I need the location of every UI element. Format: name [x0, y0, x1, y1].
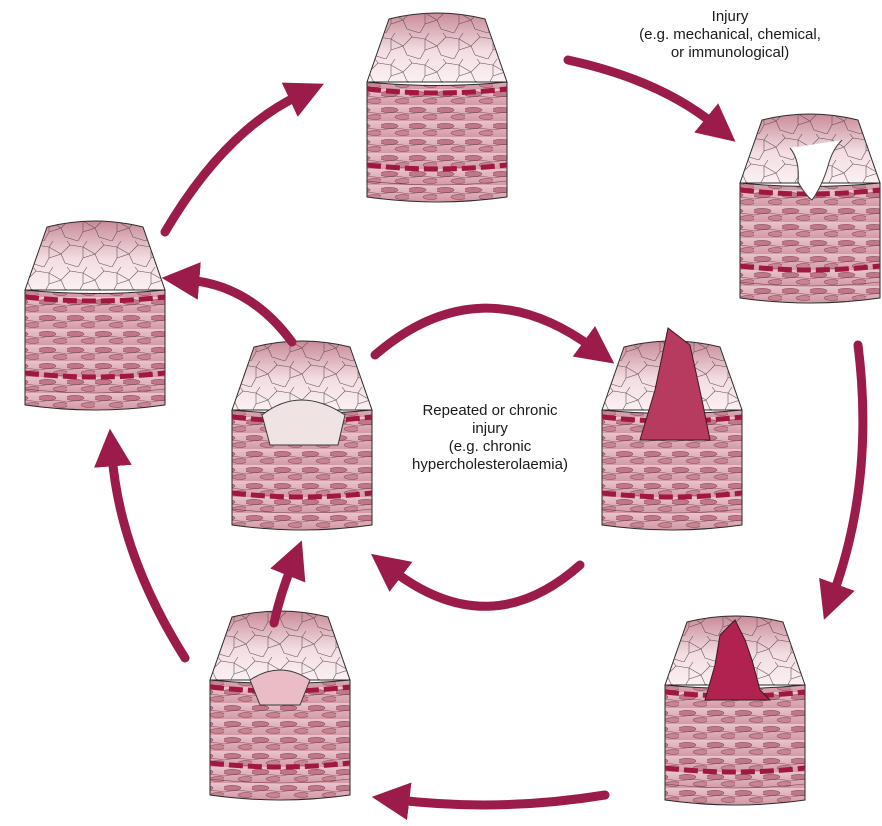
arrow-normal-to-injury [568, 60, 715, 125]
chronic-injury-label: Repeated or chronic injury (e.g. chronic… [380, 402, 600, 474]
panel-normal-vessel [367, 13, 507, 202]
chronic-label-line-4: hypercholesterolaemia) [380, 456, 600, 474]
arrow-plaque-to-platelet [375, 308, 593, 355]
panel-platelet-aggregation [602, 328, 742, 530]
chronic-label-line-3: (e.g. chronic [380, 438, 600, 456]
panel-healed-vessel [25, 221, 165, 410]
injury-label-line-1: Injury [590, 8, 870, 26]
arrow-intimal-to-healed [112, 455, 185, 658]
chronic-label-line-2: injury [380, 420, 600, 438]
injury-label-line-2: (e.g. mechanical, chemical, [590, 26, 870, 44]
injury-label-line-3: or immunological) [590, 44, 870, 62]
arrow-injury-to-thrombus [833, 345, 863, 595]
panel-thrombus [665, 616, 805, 805]
arrow-plaque-to-healed [188, 280, 292, 342]
panel-endothelial-injury [740, 114, 880, 303]
panel-intimal-proliferation [210, 611, 350, 800]
chronic-label-line-1: Repeated or chronic [380, 402, 600, 420]
proliferating-cells-icon [250, 670, 310, 705]
panel-plaque [232, 341, 372, 530]
arrow-healed-to-normal [165, 95, 300, 232]
injury-label: Injury (e.g. mechanical, chemical, or im… [590, 8, 870, 62]
arrow-thrombus-to-intimal [398, 795, 605, 805]
arrow-platelet-to-plaque [392, 565, 580, 606]
